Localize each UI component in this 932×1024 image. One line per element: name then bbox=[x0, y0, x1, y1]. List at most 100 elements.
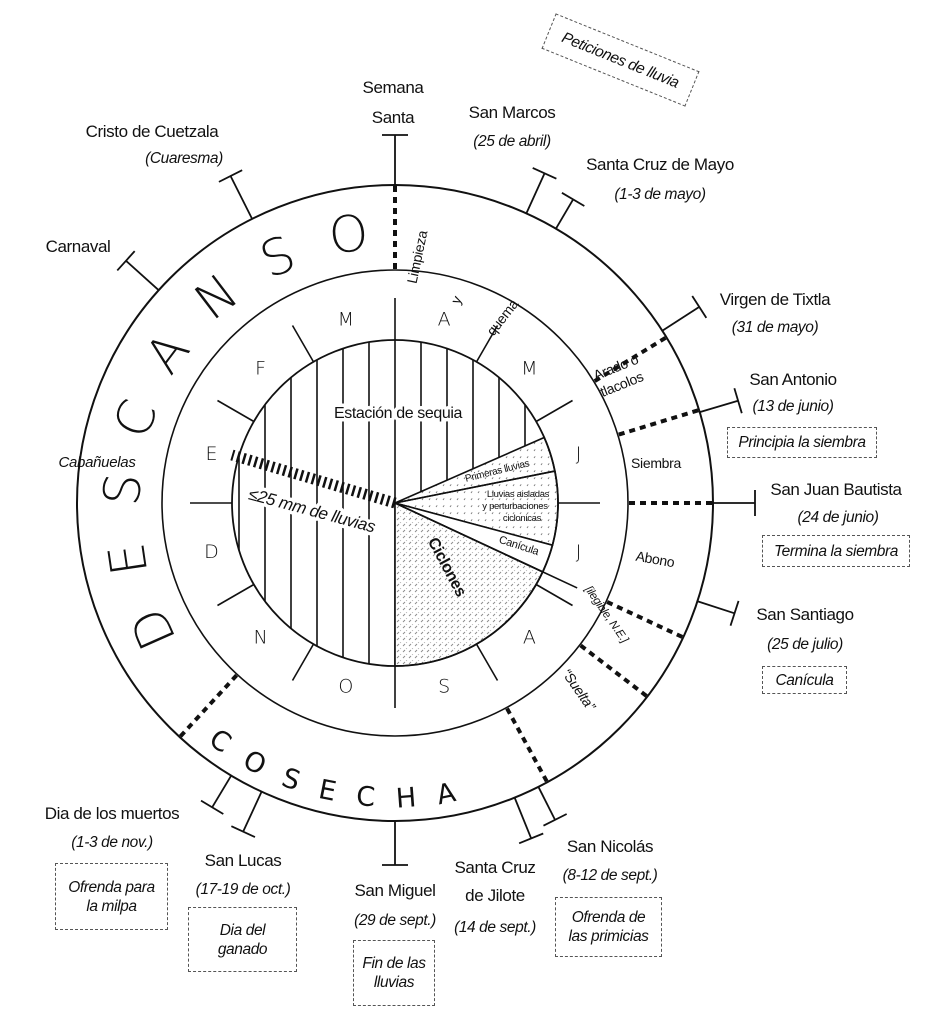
event-santa-cruz-jilote-1: Santa Cruz bbox=[454, 858, 535, 877]
event-marker bbox=[200, 775, 232, 815]
month-label: J bbox=[576, 443, 582, 465]
event-san-antonio-date: (13 de junio) bbox=[753, 398, 834, 415]
note-text: Principia la siembra bbox=[738, 434, 866, 451]
marker-stem bbox=[513, 797, 533, 839]
event-dia-muertos: Dia de los muertos bbox=[45, 804, 180, 823]
event-san-lucas-date: (17-19 de oct.) bbox=[196, 881, 291, 898]
marker-t-bar bbox=[532, 167, 557, 180]
month-label: F bbox=[255, 358, 266, 380]
event-santa-cruz-jilote-date: (14 de sept.) bbox=[454, 919, 536, 936]
marker-t-bar bbox=[561, 192, 585, 207]
event-san-juan: San Juan Bautista bbox=[770, 480, 902, 499]
event-san-santiago: San Santiago bbox=[756, 605, 853, 624]
middle-ring bbox=[161, 269, 629, 737]
marker-t-bar bbox=[691, 295, 708, 319]
marker-t-bar bbox=[116, 250, 136, 272]
event-cristo-date: (Cuaresma) bbox=[145, 150, 223, 167]
event-san-antonio: San Antonio bbox=[749, 370, 836, 389]
event-marker bbox=[116, 250, 160, 291]
note-text: Fin de las lluvias bbox=[362, 955, 426, 991]
marker-stem bbox=[555, 198, 574, 230]
event-marker bbox=[699, 388, 743, 414]
cabanuelas-label: Cabañuelas bbox=[58, 454, 136, 471]
event-santa-cruz-jilote-2: de Jilote bbox=[465, 886, 525, 905]
event-san-marcos: San Marcos bbox=[469, 103, 556, 122]
descanso-arc-label: DESCANSO bbox=[92, 200, 405, 658]
ilegible-label: [ilegible, N.E.] bbox=[582, 583, 631, 646]
season-boundary-dashed bbox=[593, 336, 667, 383]
event-marker bbox=[661, 295, 708, 332]
month-label: J bbox=[576, 541, 582, 563]
canicula-boundary-line bbox=[394, 502, 578, 589]
marker-t-bar bbox=[218, 169, 243, 183]
isolated-rains-label-2: y perturbaciones bbox=[482, 501, 548, 512]
event-san-juan-date: (24 de junio) bbox=[798, 509, 879, 526]
event-marker bbox=[513, 797, 544, 845]
season-boundary-dashed bbox=[606, 600, 684, 639]
marker-stem bbox=[699, 399, 739, 414]
event-virgen-tixtla-date: (31 de mayo) bbox=[732, 319, 819, 336]
dry-season-label: Estación de sequia bbox=[334, 405, 463, 422]
month-label: D bbox=[204, 541, 219, 563]
marker-stem bbox=[229, 175, 253, 220]
event-san-miguel: San Miguel bbox=[354, 881, 435, 900]
month-tick bbox=[535, 399, 573, 423]
event-san-nicolas: San Nicolás bbox=[567, 837, 653, 856]
month-label: S bbox=[438, 676, 450, 698]
season-boundary-dashed bbox=[579, 643, 648, 698]
month-tick bbox=[217, 399, 255, 423]
season-boundaries bbox=[178, 186, 712, 783]
event-marker bbox=[713, 490, 756, 516]
marker-stem bbox=[537, 786, 556, 821]
month-tick bbox=[475, 325, 499, 363]
note-ofrenda-milpa: Ofrenda para la milpa bbox=[55, 863, 168, 930]
event-marker bbox=[218, 169, 253, 220]
event-markers bbox=[116, 134, 756, 866]
marker-t-bar bbox=[200, 799, 224, 815]
event-marker bbox=[382, 821, 408, 866]
note-principia-siembra: Principia la siembra bbox=[727, 427, 877, 458]
month-label: A bbox=[438, 308, 451, 330]
event-cristo-cuetzala: Cristo de Cuetzala bbox=[86, 122, 220, 141]
event-san-marcos-date: (25 de abril) bbox=[473, 133, 551, 150]
month-tick bbox=[217, 583, 255, 607]
event-dia-muertos-date: (1-3 de nov.) bbox=[71, 834, 153, 851]
cosecha-text: COSECHA bbox=[203, 723, 457, 814]
marker-t-bar bbox=[230, 825, 256, 838]
month-tick bbox=[291, 643, 315, 681]
marker-stem bbox=[525, 172, 546, 214]
marker-stem bbox=[661, 306, 700, 332]
event-san-miguel-date: (29 de sept.) bbox=[354, 912, 436, 929]
marker-stem bbox=[697, 600, 735, 615]
month-label: N bbox=[254, 626, 268, 648]
month-tick bbox=[535, 583, 573, 607]
note-text: Dia del ganado bbox=[217, 921, 268, 958]
marker-t-bar bbox=[518, 832, 544, 845]
month-label: E bbox=[205, 443, 217, 465]
event-san-nicolas-date: (8-12 de sept.) bbox=[563, 867, 658, 884]
note-text: Ofrenda de las primicias bbox=[568, 909, 649, 945]
marker-t-bar bbox=[543, 813, 568, 827]
event-marker bbox=[525, 167, 557, 214]
note-ofrenda-primicias: Ofrenda de las primicias bbox=[555, 897, 662, 957]
note-termina-siembra: Termina la siembra bbox=[762, 535, 910, 567]
event-santa-cruz-mayo-date: (1-3 de mayo) bbox=[614, 186, 706, 203]
event-marker bbox=[382, 134, 408, 185]
event-virgen-tixtla: Virgen de Tixtla bbox=[720, 290, 831, 309]
season-boundary-dashed bbox=[178, 673, 239, 738]
rain-limit-hatched-line bbox=[230, 449, 397, 509]
month-label: M bbox=[338, 308, 354, 330]
note-text: Ofrenda para la milpa bbox=[68, 878, 155, 915]
quema-label: quema bbox=[483, 296, 521, 339]
note-fin-lluvias: Fin de las lluvias bbox=[353, 940, 435, 1006]
marker-t-bar bbox=[729, 600, 740, 626]
note-text: Canícula bbox=[775, 671, 834, 689]
descanso-text: DESCANSO bbox=[92, 200, 371, 658]
marker-stem bbox=[242, 791, 263, 832]
event-semana-santa-2: Santa bbox=[372, 108, 415, 127]
suelta-label: “Suelta” bbox=[559, 666, 600, 715]
event-marker bbox=[230, 791, 263, 838]
